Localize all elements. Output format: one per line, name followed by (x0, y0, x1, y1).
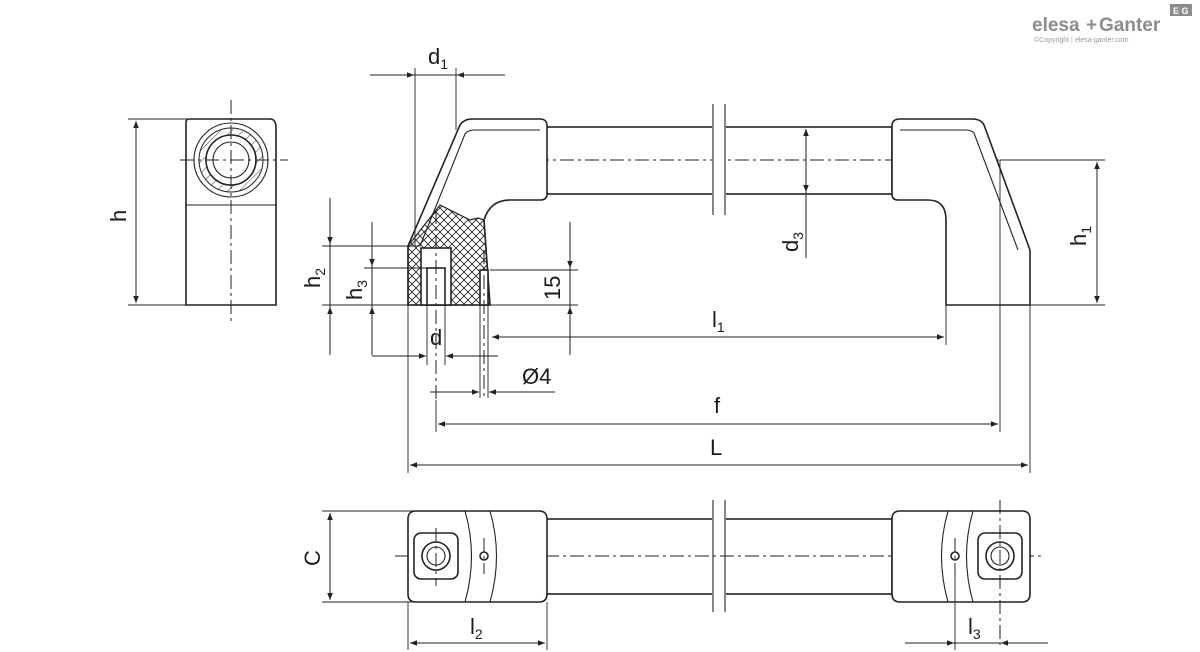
label-d3: d3 (778, 232, 806, 252)
label-h: h (106, 210, 131, 222)
top-view: C l2 l3 (300, 500, 1048, 650)
left-leg-inner-edge (419, 129, 540, 247)
label-h1: h1 (1066, 226, 1094, 246)
label-l3: l3 (968, 614, 981, 642)
label-d: d (430, 325, 442, 350)
top-break-gap (712, 512, 726, 602)
label-15: 15 (540, 276, 565, 300)
brand-plus: + (1086, 15, 1097, 36)
label-h3: h3 (342, 280, 370, 300)
brand-name-elesa: elesa (1032, 15, 1080, 36)
label-l2: l2 (470, 614, 483, 642)
side-view: h (106, 100, 288, 322)
brand-badge-text: E G (1173, 6, 1189, 16)
handle-right-leg (891, 118, 1031, 306)
right-end-contour (940, 510, 974, 603)
label-d1: d1 (428, 44, 448, 72)
label-dia4: Ø4 (522, 364, 551, 389)
label-l1: l1 (712, 307, 725, 335)
tube-break-marks (712, 104, 726, 215)
label-L: L (710, 435, 722, 460)
brand-logo: elesa + Ganter E G ©Copyright | elesa-ga… (1032, 4, 1192, 44)
brand-name-ganter: Ganter (1099, 15, 1161, 36)
right-bore-inner (990, 546, 1010, 566)
label-C: C (300, 550, 325, 566)
right-leg-inner-edge (900, 129, 1019, 251)
left-end-contour (464, 510, 498, 603)
front-view: d1 d3 h1 h2 h3 15 d (300, 44, 1105, 473)
brand-badge (1170, 4, 1192, 16)
label-f: f (714, 393, 721, 418)
copyright-text: ©Copyright | elesa-ganter.com (1034, 36, 1129, 44)
break-gap-top (712, 118, 726, 204)
label-h2: h2 (300, 268, 328, 288)
